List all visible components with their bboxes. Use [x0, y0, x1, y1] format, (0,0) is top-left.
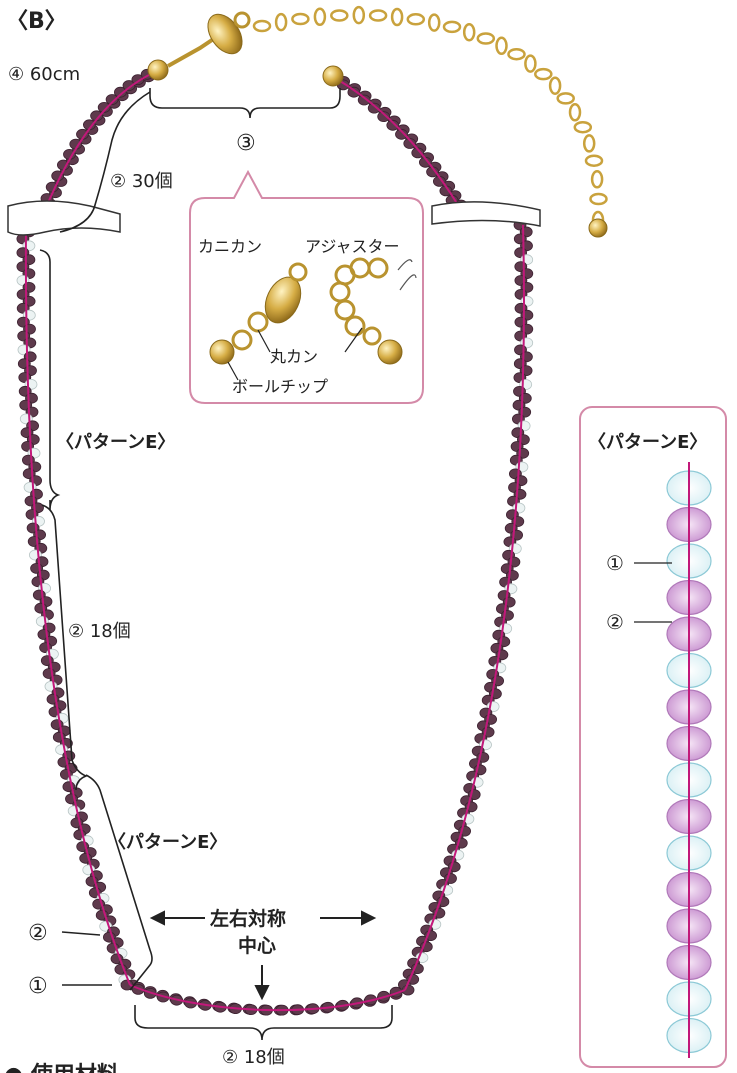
- chain-link: [556, 92, 575, 105]
- chain-link: [427, 13, 441, 32]
- chain-link: [589, 192, 608, 206]
- chain-link: [390, 7, 404, 27]
- chain-link: [330, 9, 349, 22]
- bead-2: [377, 111, 391, 122]
- thread-lines: [24, 71, 525, 1012]
- chain-link: [582, 134, 596, 153]
- chain-link: [274, 12, 288, 32]
- top-right-strand: [325, 72, 468, 211]
- top-left-strand: [35, 66, 165, 216]
- bead-2: [395, 128, 408, 140]
- adjuster-label: アジャスター: [305, 237, 400, 256]
- thread-bottom: [129, 984, 406, 1012]
- thread-top-right: [334, 77, 459, 206]
- crab-clasp-illustration: [209, 262, 308, 365]
- ball-tip-label: ボールチップ: [232, 377, 328, 396]
- bracket-clasp: [149, 88, 341, 119]
- bead-1-pointer: ①: [28, 974, 48, 999]
- chain-link: [534, 67, 553, 81]
- pattern-e-label-2: 〈パターンE〉: [108, 832, 227, 853]
- break-mark-right: [431, 201, 541, 227]
- bracket-pattern-2: [85, 774, 153, 991]
- chain-link: [442, 20, 462, 34]
- materials-heading-cut: ● 使用材料: [4, 1063, 119, 1073]
- crab-clasp-label: カニカン: [198, 237, 262, 256]
- chain-link: [590, 170, 604, 189]
- bead-2: [357, 94, 371, 106]
- chain-link: [495, 36, 508, 56]
- bracket-18-mid: [41, 504, 89, 791]
- bracket-pattern-1: [39, 249, 61, 511]
- chain-link: [573, 120, 593, 134]
- chain-link: [584, 154, 604, 167]
- chain-link: [313, 7, 327, 27]
- chain-link: [406, 13, 426, 26]
- adjuster-illustration: [329, 257, 417, 365]
- jump-ring-label: 丸カン: [270, 347, 318, 366]
- thread-length-label: ④ 60cm: [8, 64, 80, 85]
- chain-end-ball: [588, 218, 608, 238]
- ball-tip-right: [322, 65, 344, 87]
- chain-link: [507, 47, 526, 61]
- chain-link: [568, 103, 582, 122]
- break-marks: [7, 200, 541, 236]
- thread-right: [404, 224, 525, 991]
- thread-left: [24, 224, 131, 986]
- thread-top-left: [44, 71, 156, 211]
- lobster-clasp-top: [147, 11, 251, 81]
- break-mark-left: [7, 200, 121, 236]
- pattern-e-box: 〈パターンE〉 ① ②: [579, 406, 727, 1068]
- center-label: 中心: [238, 934, 276, 957]
- pattern-e-label-1: 〈パターンE〉: [56, 432, 175, 453]
- symmetry-label: 左右対称: [210, 907, 286, 930]
- pattern-ptr-2: ②: [606, 610, 624, 634]
- count-30-label: ② 30個: [110, 171, 173, 192]
- pattern-ptr-1: ①: [606, 551, 624, 575]
- chain-link: [524, 54, 537, 73]
- symmetry-arrows: [149, 910, 377, 1001]
- chain-link: [462, 22, 476, 42]
- clasp-detail-box: カニカン アジャスター 丸カン ボールチップ: [189, 169, 424, 404]
- brackets: [39, 88, 393, 1041]
- figure-label: 〈B〉: [6, 9, 67, 34]
- chain-link: [476, 32, 496, 45]
- chain-link: [368, 9, 388, 22]
- bracket-18-bottom: [134, 1005, 393, 1041]
- clasp-marker-label: ③: [236, 131, 256, 156]
- bead-2: [367, 102, 381, 114]
- bead-2: [347, 86, 361, 98]
- count-18-bottom-label: ② 18個: [222, 1047, 285, 1068]
- chain-link: [291, 12, 310, 26]
- bead-2-pointer: ②: [28, 921, 48, 946]
- extender-chain: [252, 5, 608, 230]
- count-18-mid-label: ② 18個: [68, 621, 131, 642]
- chain-link: [252, 19, 272, 33]
- left-strand: [16, 219, 140, 991]
- pointer-lines: [61, 931, 112, 986]
- chain-link: [548, 76, 562, 95]
- chain-link: [352, 5, 366, 25]
- pattern-e-box-title: 〈パターンE〉: [588, 432, 707, 453]
- bracket-30: [59, 91, 151, 233]
- bead-2: [403, 138, 417, 149]
- bead-2: [386, 119, 400, 131]
